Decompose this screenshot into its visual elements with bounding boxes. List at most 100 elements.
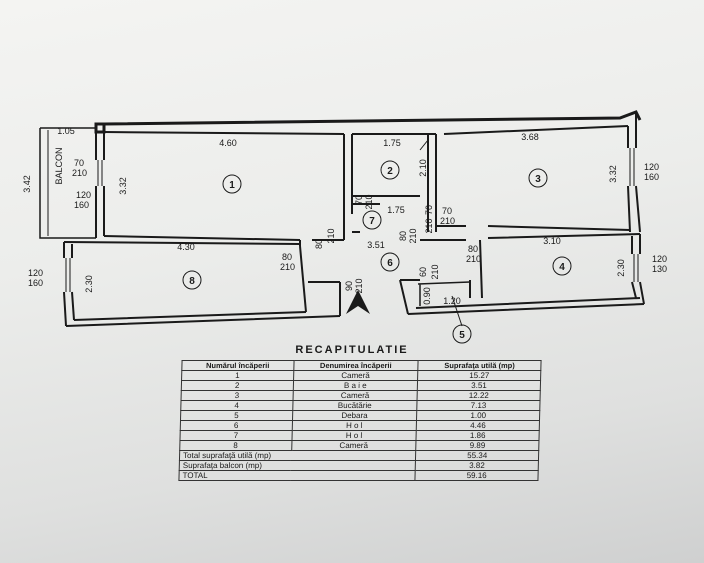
wall-room8-right [299,245,341,316]
total-label: TOTAL [178,470,416,481]
wall-room3-bottom [436,225,631,231]
total-area: 59.16 [415,470,539,481]
row-nr: 2 [181,380,294,391]
total-label: Suprafaţa balcon (mp) [179,460,416,471]
wall-room7 [352,203,380,233]
room-label-2: 2 [387,166,393,177]
dim-room1-width: 4.60 [219,138,237,148]
recap-header-row: Numărul încăperii Denumirea încăperii Su… [181,360,542,371]
outer-wall-top-inner [103,125,629,135]
dim-room4-width: 3.10 [543,236,561,246]
window-room4-width: 120 [652,254,667,264]
door-room7-width: 70 [424,205,434,215]
row-nr: 8 [179,440,292,451]
row-nr: 1 [181,370,294,381]
door-room3-height: 210 [440,216,455,226]
bath-door-swing [419,139,429,151]
row-name: Debara [292,410,418,421]
row-area: 12.22 [417,390,541,401]
row-name: Cameră [293,370,419,381]
room-label-1: 1 [229,180,235,191]
door-room2-height: 210 [364,194,374,209]
room5-circle [452,324,472,344]
room2-circle [380,160,400,180]
recap-header-name: Denumirea încăperii [293,360,419,371]
total-area: 3.82 [415,460,539,471]
door-room1-height: 210 [326,228,336,243]
door-room1-width: 80 [314,239,324,249]
row-name: H o l [291,420,417,431]
dim-room5-width: 1.20 [443,296,461,306]
recap-header-nr: Numărul încăperii [181,360,294,371]
door-room8-side-height: 210 [354,278,364,293]
row-nr: 3 [181,390,293,401]
door-balcony-width: 70 [74,158,84,168]
row-name: Cameră [292,390,418,401]
row-name: Cameră [291,440,417,451]
window-room1 [97,160,103,186]
dim-room8-height: 2.30 [84,275,94,293]
door-room4-height: 210 [466,254,481,264]
dim-room5-height: 0.90 [422,287,432,305]
row-area: 9.89 [415,440,539,451]
door-room4-width: 80 [468,244,478,254]
dim-room3-width: 3.68 [521,132,539,142]
window-room8-height: 160 [28,278,43,288]
window-room3-width: 120 [644,162,659,172]
room8-circle [182,270,202,290]
total-label: Total suprafaţă utilă (mp) [179,450,416,461]
room4-circle [552,256,572,276]
wall-room8-bottom [65,311,341,327]
door-room8-width: 80 [282,252,292,262]
row-area: 1.86 [416,430,540,441]
window-balcony-width: 120 [76,190,91,200]
window-room3-height: 160 [644,172,659,182]
dim-hall-width: 3.51 [367,240,385,250]
total-row: Suprafaţa balcon (mp)3.82 [179,460,539,471]
recap-header-area: Suprafaţa utilă (mp) [418,360,542,371]
room5-leader [451,295,463,327]
door-room3-width: 70 [442,206,452,216]
wall-room5 [417,281,471,306]
room-label-8: 8 [189,276,195,287]
door-balcony-height: 210 [72,168,87,178]
total-area: 55.34 [415,450,539,461]
door-hall-width: 80 [398,231,408,241]
dim-room4-height: 2.30 [616,259,626,277]
row-nr: 5 [180,410,293,421]
wall-left-room1 [95,132,105,238]
window-room3 [629,148,635,186]
dim-balcony-height: 3.42 [22,175,32,193]
wall-room4-right [631,234,645,305]
row-area: 3.51 [417,380,541,391]
row-nr: 7 [179,430,292,441]
wall-lower-left [63,242,75,327]
recap-table: Numărul încăperii Denumirea încăperii Su… [178,360,542,481]
door-hall-height: 210 [408,228,418,243]
window-room8-width: 120 [28,268,43,278]
window-room4 [633,254,639,282]
dim-room2-height: 2.10 [418,159,428,177]
room-label-4: 4 [559,262,565,273]
door-room7-height: 210 [424,218,434,233]
dim-room3-height: 3.32 [608,165,618,183]
row-area: 7.13 [417,400,541,411]
row-area: 15.27 [417,370,541,381]
balcony-label: BALCON [54,147,64,184]
row-name: Bucătărie [292,400,418,411]
wall-room1-right [343,134,353,240]
door-room5-width: 60 [418,267,428,277]
room-label-6: 6 [387,258,393,269]
row-name: H o l [291,430,417,441]
row-name: B a i e [292,380,418,391]
dim-balcony-width: 1.05 [57,126,75,136]
room6-circle [380,252,400,272]
